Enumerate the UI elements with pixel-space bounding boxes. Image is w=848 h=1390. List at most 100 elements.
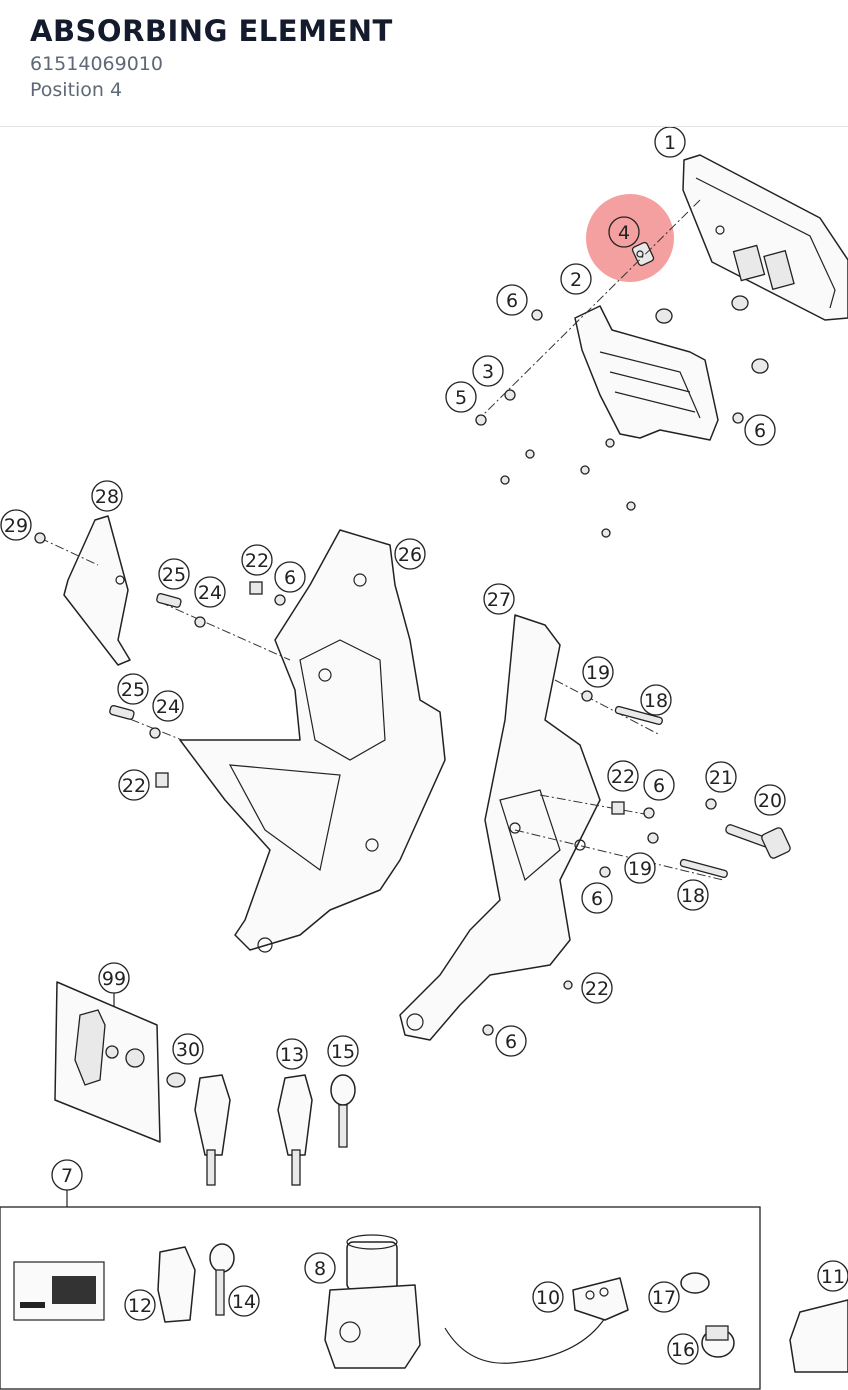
side-cover xyxy=(63,515,131,666)
callout-5: 5 xyxy=(445,381,477,413)
part-position: Position 4 xyxy=(30,79,123,101)
svg-text:6: 6 xyxy=(754,420,766,442)
callout-15: 15 xyxy=(327,1035,359,1067)
svg-text:18: 18 xyxy=(681,885,705,907)
callout-24: 24 xyxy=(194,576,226,608)
svg-text:25: 25 xyxy=(121,679,145,701)
svg-text:22: 22 xyxy=(585,978,609,1000)
callout-22: 22 xyxy=(607,760,639,792)
svg-text:15: 15 xyxy=(331,1041,355,1063)
part-header: ABSORBING ELEMENT 61514069010 Position 4 xyxy=(0,0,848,127)
callout-6: 6 xyxy=(643,769,675,801)
callout-24: 24 xyxy=(152,690,184,722)
svg-text:19: 19 xyxy=(586,662,610,684)
svg-text:24: 24 xyxy=(198,582,222,604)
svg-text:20: 20 xyxy=(758,790,782,812)
svg-text:27: 27 xyxy=(487,589,511,611)
svg-text:17: 17 xyxy=(652,1287,676,1309)
key-insert xyxy=(705,798,791,859)
callout-6: 6 xyxy=(744,414,776,446)
lock-bracket xyxy=(572,1277,629,1321)
bolts-left xyxy=(109,581,286,788)
callout-22: 22 xyxy=(581,972,613,1004)
callout-10: 10 xyxy=(532,1281,564,1313)
svg-text:5: 5 xyxy=(455,387,467,409)
screws-top xyxy=(475,309,744,538)
callout-6: 6 xyxy=(274,561,306,593)
callout-12: 12 xyxy=(124,1289,156,1321)
callout-7: 7 xyxy=(51,1159,83,1191)
code-card xyxy=(13,1261,105,1321)
callout-25: 25 xyxy=(117,673,149,705)
callout-19: 19 xyxy=(582,656,614,688)
part-title: ABSORBING ELEMENT xyxy=(30,14,393,48)
callout-25: 25 xyxy=(158,558,190,590)
lock-housing-11 xyxy=(789,1299,848,1373)
exploded-parts-diagram: 1 2 3 4 5 6 6 28 29 22 6 26 25 24 25 24 … xyxy=(0,127,848,1390)
callout-21: 21 xyxy=(705,761,737,793)
rubber-dampers xyxy=(655,295,769,374)
callout-22: 22 xyxy=(118,769,150,801)
svg-text:13: 13 xyxy=(280,1044,304,1066)
callout-6: 6 xyxy=(496,284,528,316)
svg-text:22: 22 xyxy=(611,766,635,788)
svg-text:26: 26 xyxy=(398,544,422,566)
svg-text:6: 6 xyxy=(505,1031,517,1053)
callout-20: 20 xyxy=(754,784,786,816)
svg-text:10: 10 xyxy=(536,1287,560,1309)
fuel-cap-parts xyxy=(680,1272,735,1358)
svg-text:30: 30 xyxy=(176,1039,200,1061)
svg-text:29: 29 xyxy=(4,515,28,537)
callout-18: 18 xyxy=(640,684,672,716)
callout-27: 27 xyxy=(483,583,515,615)
callout-29: 29 xyxy=(0,509,32,541)
svg-text:6: 6 xyxy=(506,290,518,312)
svg-text:1: 1 xyxy=(664,132,676,154)
callout-18: 18 xyxy=(677,879,709,911)
svg-text:14: 14 xyxy=(232,1291,256,1313)
svg-text:6: 6 xyxy=(653,775,665,797)
svg-text:22: 22 xyxy=(122,775,146,797)
main-bracket-right xyxy=(399,614,601,1041)
callout-28: 28 xyxy=(91,480,123,512)
callout-22: 22 xyxy=(241,544,273,576)
keys xyxy=(166,1072,356,1186)
callout-1: 1 xyxy=(654,127,686,158)
callout-2: 2 xyxy=(560,263,592,295)
svg-text:2: 2 xyxy=(570,269,582,291)
callout-26: 26 xyxy=(394,538,426,570)
svg-text:19: 19 xyxy=(628,858,652,880)
svg-text:3: 3 xyxy=(482,361,494,383)
callout-8: 8 xyxy=(304,1252,336,1284)
callout-17: 17 xyxy=(648,1281,680,1313)
svg-text:6: 6 xyxy=(284,567,296,589)
svg-text:21: 21 xyxy=(709,767,733,789)
svg-text:8: 8 xyxy=(314,1258,326,1280)
svg-text:25: 25 xyxy=(162,564,186,586)
callout-16: 16 xyxy=(667,1333,699,1365)
svg-text:99: 99 xyxy=(102,968,126,990)
key-card xyxy=(54,981,161,1143)
callout-4: 4 xyxy=(608,216,640,248)
ignition-lock xyxy=(324,1234,421,1369)
svg-text:7: 7 xyxy=(61,1165,73,1187)
svg-text:28: 28 xyxy=(95,486,119,508)
svg-text:4: 4 xyxy=(618,222,630,244)
svg-text:16: 16 xyxy=(671,1339,695,1361)
callout-6: 6 xyxy=(581,882,613,914)
svg-text:22: 22 xyxy=(245,550,269,572)
svg-text:24: 24 xyxy=(156,696,180,718)
lock-set-box xyxy=(0,1206,761,1390)
svg-text:18: 18 xyxy=(644,690,668,712)
main-bracket-left xyxy=(179,529,446,953)
callout-11: 11 xyxy=(817,1260,848,1292)
absorbing-element xyxy=(631,241,655,267)
svg-text:12: 12 xyxy=(128,1295,152,1317)
svg-text:6: 6 xyxy=(591,888,603,910)
svg-text:11: 11 xyxy=(821,1266,845,1288)
callout-19: 19 xyxy=(624,852,656,884)
lock-set-keys xyxy=(157,1243,235,1323)
callout-14: 14 xyxy=(228,1285,260,1317)
display-unit xyxy=(682,154,848,321)
callout-99: 99 xyxy=(98,962,130,994)
